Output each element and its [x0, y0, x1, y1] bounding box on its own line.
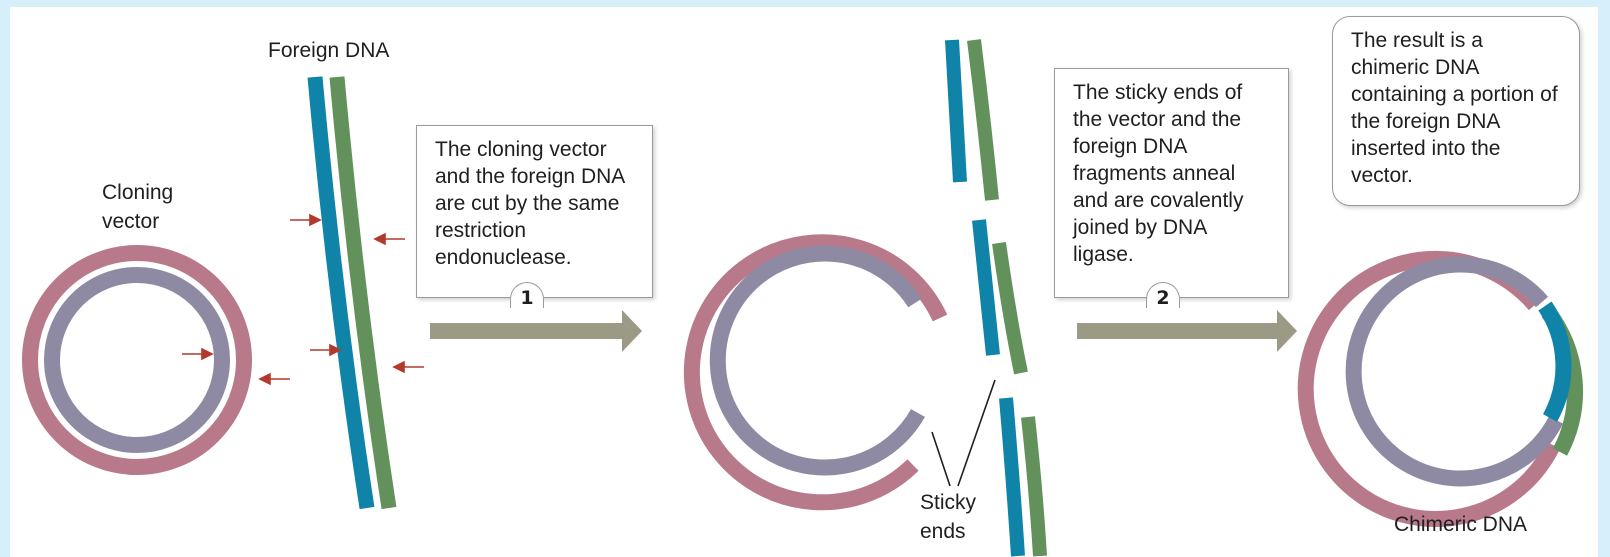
foreign-dna-fragments [945, 39, 1047, 557]
process-arrow-2 [1077, 310, 1297, 352]
step-1-text: The cloning vector and the foreign DNA a… [435, 138, 625, 269]
vector-cut-arrows [182, 347, 290, 386]
foreign-dna-cut-arrows [290, 213, 424, 374]
step-2-callout: The sticky ends of the vector and the fo… [1054, 68, 1289, 298]
step-1-callout: The cloning vector and the foreign DNA a… [416, 125, 653, 298]
foreign-dna-label: Foreign DNA [268, 39, 390, 62]
process-arrow-1 [430, 310, 642, 352]
foreign-dna-strands [307, 76, 397, 510]
cut-vector-plasmid [683, 234, 948, 511]
step-1-badge: 1 [510, 282, 544, 309]
sticky-ends-label: Sticky ends [920, 491, 977, 543]
step-2-badge: 2 [1146, 282, 1180, 309]
result-text: The result is a chimeric DNA containing … [1351, 29, 1558, 187]
cloning-vector-label: Cloning vector [102, 181, 174, 233]
chimeric-dna-plasmid [1297, 250, 1584, 527]
sticky-ends-pointers [931, 379, 996, 487]
step-2-text: The sticky ends of the vector and the fo… [1073, 81, 1244, 266]
chimeric-dna-label: Chimeric DNA [1394, 513, 1528, 536]
result-callout: The result is a chimeric DNA containing … [1332, 16, 1580, 206]
cloning-vector-plasmid [22, 245, 252, 475]
